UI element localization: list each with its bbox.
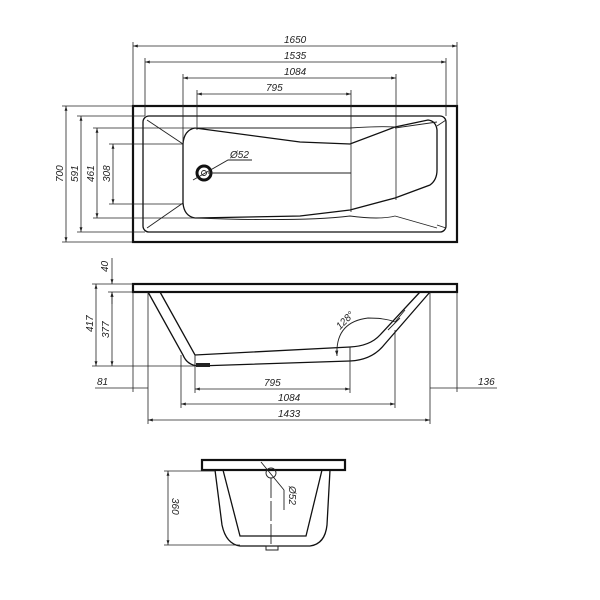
tub-outer-profile <box>147 291 431 367</box>
dim-417: 417 <box>85 315 96 332</box>
dim-360: 360 <box>169 498 180 515</box>
top-height-dims: 700 591 461 308 <box>55 105 195 243</box>
side-view: 128° 40 417 377 81 136 795 1084 1433 <box>85 258 497 424</box>
dim-1650: 1650 <box>284 35 307 46</box>
tub-outline <box>131 104 459 244</box>
end-drain-label: Ø52 <box>286 485 297 505</box>
basin-inner-lines <box>194 126 396 221</box>
dim-308: 308 <box>102 165 113 182</box>
drain-outlet <box>196 363 210 367</box>
basin-edges <box>146 119 447 229</box>
end-drain-leader <box>260 461 285 491</box>
section-lines <box>194 309 406 366</box>
dim-136: 136 <box>478 377 495 388</box>
end-rim <box>200 458 347 472</box>
rim-section <box>131 282 459 294</box>
drain-label: Ø52 <box>229 150 249 161</box>
rim-inner <box>142 115 447 233</box>
dim-795-side: 795 <box>264 378 281 389</box>
angle-arc <box>335 317 396 357</box>
dim-1433: 1433 <box>278 409 301 420</box>
dim-461: 461 <box>86 165 97 182</box>
top-width-dims: 1650 1535 1084 795 <box>132 35 458 212</box>
dim-1535: 1535 <box>284 51 307 62</box>
dim-591: 591 <box>70 165 81 182</box>
dim-700: 700 <box>55 165 66 182</box>
drain-center <box>201 170 207 176</box>
dim-377: 377 <box>101 321 112 338</box>
basin-outline <box>182 119 438 219</box>
dim-81: 81 <box>97 377 108 388</box>
angle-label: 128° <box>334 310 356 332</box>
top-view: Ø52 1650 1535 1084 795 700 591 <box>55 35 459 244</box>
tub-inner-profile <box>159 291 421 356</box>
dim-1084-side: 1084 <box>278 393 301 404</box>
dim-40: 40 <box>100 260 111 272</box>
dim-1084: 1084 <box>284 67 307 78</box>
dim-795: 795 <box>266 83 283 94</box>
end-view: Ø52 360 <box>164 458 347 551</box>
end-drain-outlet <box>265 545 279 551</box>
drain-leader <box>192 159 252 181</box>
end-inner-profile <box>222 469 323 537</box>
